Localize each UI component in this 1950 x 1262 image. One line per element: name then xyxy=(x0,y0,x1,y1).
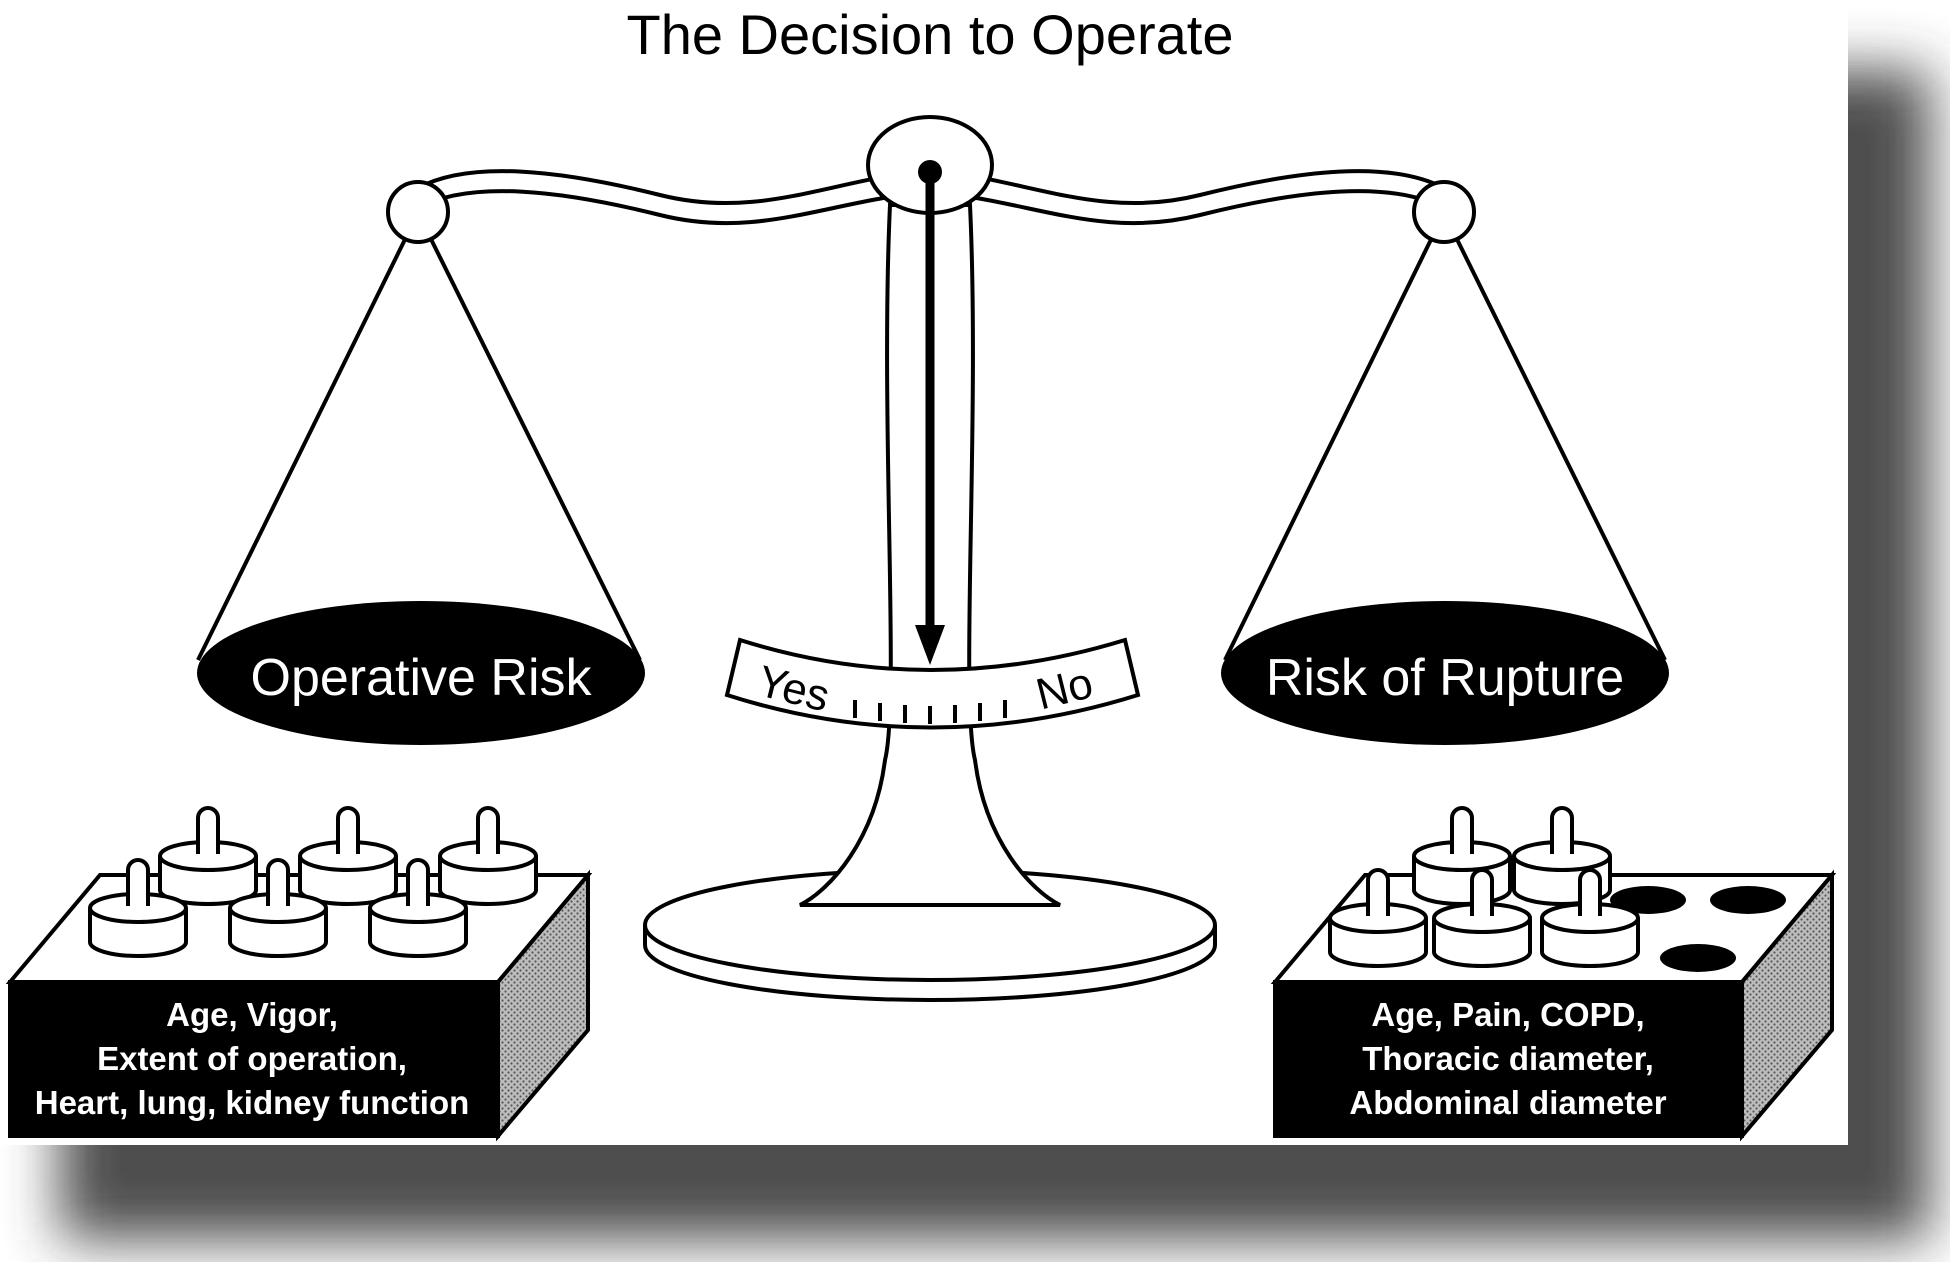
right-block-line-3: Abdominal diameter xyxy=(1349,1084,1666,1121)
right-weight-block: Age, Pain, COPD, Thoracic diameter, Abdo… xyxy=(1270,806,1837,1142)
weight xyxy=(1540,868,1640,968)
right-pan-strings xyxy=(1223,212,1667,661)
left-pan: Operative Risk xyxy=(197,601,645,745)
right-pan: Risk of Rupture xyxy=(1221,601,1669,745)
left-weights xyxy=(88,806,538,958)
right-block-line-1: Age, Pain, COPD, xyxy=(1371,996,1644,1033)
scale-base xyxy=(643,868,1217,1002)
weight xyxy=(438,806,538,906)
weight xyxy=(88,858,188,958)
weight xyxy=(228,858,328,958)
dial-ticks xyxy=(853,700,1007,724)
right-weights xyxy=(1328,806,1640,968)
left-block-line-3: Heart, lung, kidney function xyxy=(35,1084,470,1121)
left-pivot-ring xyxy=(386,180,450,244)
left-weight-block: Age, Vigor, Extent of operation, Heart, … xyxy=(5,806,593,1142)
weight xyxy=(1328,868,1428,968)
right-pan-label: Risk of Rupture xyxy=(1266,649,1624,707)
empty-weight-slot xyxy=(1660,944,1736,972)
right-block-line-2: Thoracic diameter, xyxy=(1362,1040,1654,1077)
left-block-line-1: Age, Vigor, xyxy=(166,996,338,1033)
pointer-needle xyxy=(915,160,945,665)
diagram-title: The Decision to Operate xyxy=(626,3,1234,66)
weight xyxy=(1432,868,1532,968)
empty-weight-slot xyxy=(1710,886,1786,914)
left-pan-strings xyxy=(196,212,642,661)
weight xyxy=(368,858,468,958)
left-pan-label: Operative Risk xyxy=(251,649,593,707)
decision-dial: Yes No xyxy=(724,637,1141,730)
left-block-line-2: Extent of operation, xyxy=(97,1040,407,1077)
right-pivot-ring xyxy=(1412,180,1476,244)
empty-weight-slot xyxy=(1610,886,1686,914)
